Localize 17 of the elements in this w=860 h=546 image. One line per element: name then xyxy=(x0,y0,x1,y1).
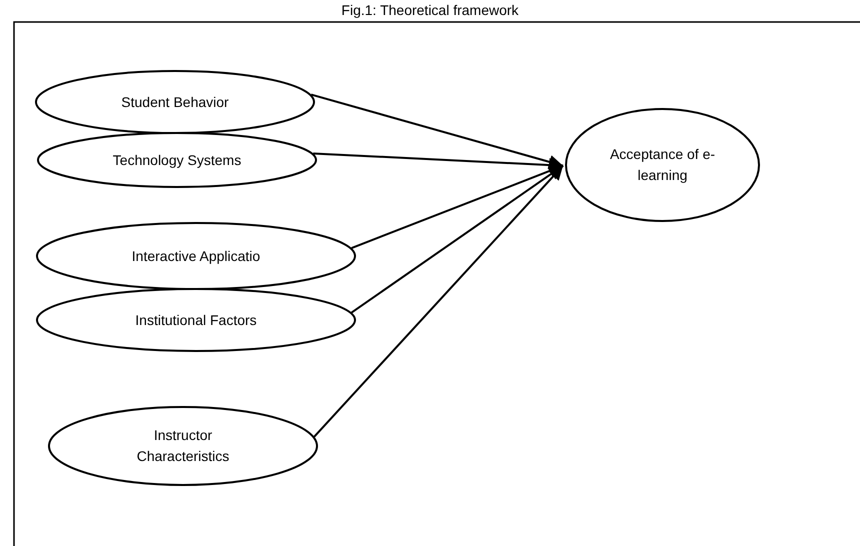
arrow xyxy=(310,94,564,169)
ellipse-node xyxy=(36,222,356,290)
node-label: Instructor Characteristics xyxy=(136,426,230,466)
node-label: Institutional Factors xyxy=(135,310,257,330)
ellipse-node xyxy=(48,406,318,486)
node-label: Technology Systems xyxy=(112,150,242,170)
arrow xyxy=(314,165,564,438)
ellipse-node xyxy=(37,132,317,188)
arrow xyxy=(351,164,564,314)
ellipse-node xyxy=(565,108,760,222)
ellipse-node xyxy=(36,288,356,352)
node-label: Interactive Applicatio xyxy=(132,246,260,266)
node-label: Acceptance of e-learning xyxy=(608,145,716,185)
figure-title: Fig.1: Theoretical framework xyxy=(341,2,519,18)
arrow xyxy=(351,164,564,249)
ellipse-node xyxy=(35,70,315,134)
node-label: Student Behavior xyxy=(121,92,229,112)
